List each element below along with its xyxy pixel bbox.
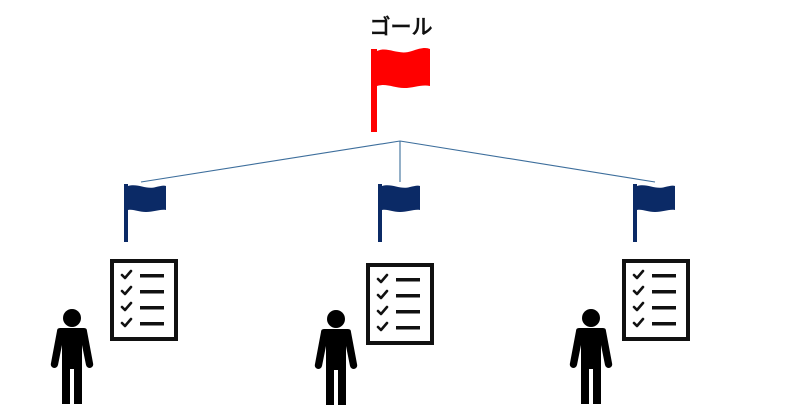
tree-connectors: [140, 140, 656, 183]
checklist-icon: [112, 261, 176, 339]
subgoal-2: [314, 184, 432, 405]
flag-icon: [378, 184, 420, 242]
subgoal-1: [50, 184, 176, 404]
goal-flag-icon: [371, 47, 430, 132]
checklist-icon: [624, 261, 688, 339]
subgoal-3: [569, 184, 688, 404]
flag-icon: [124, 184, 166, 242]
person-icon: [50, 309, 94, 404]
person-icon: [569, 309, 613, 404]
connector-right: [399, 140, 656, 183]
connector-left: [140, 140, 401, 183]
flag-icon: [633, 184, 675, 242]
person-icon: [314, 310, 358, 405]
goal-label: ゴール: [370, 15, 433, 39]
checklist-icon: [368, 265, 432, 343]
